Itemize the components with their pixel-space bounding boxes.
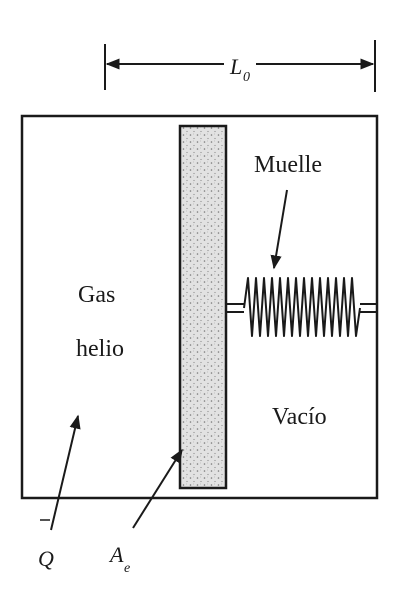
spring xyxy=(226,277,377,337)
gas-label-line1: Gas xyxy=(78,282,115,308)
length-subscript: 0 xyxy=(243,70,250,85)
length-label: L xyxy=(229,54,242,79)
heat-arrow xyxy=(50,414,81,531)
heat-label: Q xyxy=(38,546,54,571)
area-label: A xyxy=(108,542,124,567)
spring-coil xyxy=(243,277,361,337)
gas-label-line2: helio xyxy=(76,336,124,362)
container-box xyxy=(20,114,379,500)
vacuum-label: Vacío xyxy=(272,404,327,430)
area-arrow xyxy=(132,448,183,529)
length-dimension: L 0 xyxy=(104,40,376,92)
spring-pointer-arrow xyxy=(270,189,288,270)
piston xyxy=(178,124,228,490)
spring-label: Muelle xyxy=(254,152,322,178)
area-subscript: e xyxy=(124,561,130,576)
